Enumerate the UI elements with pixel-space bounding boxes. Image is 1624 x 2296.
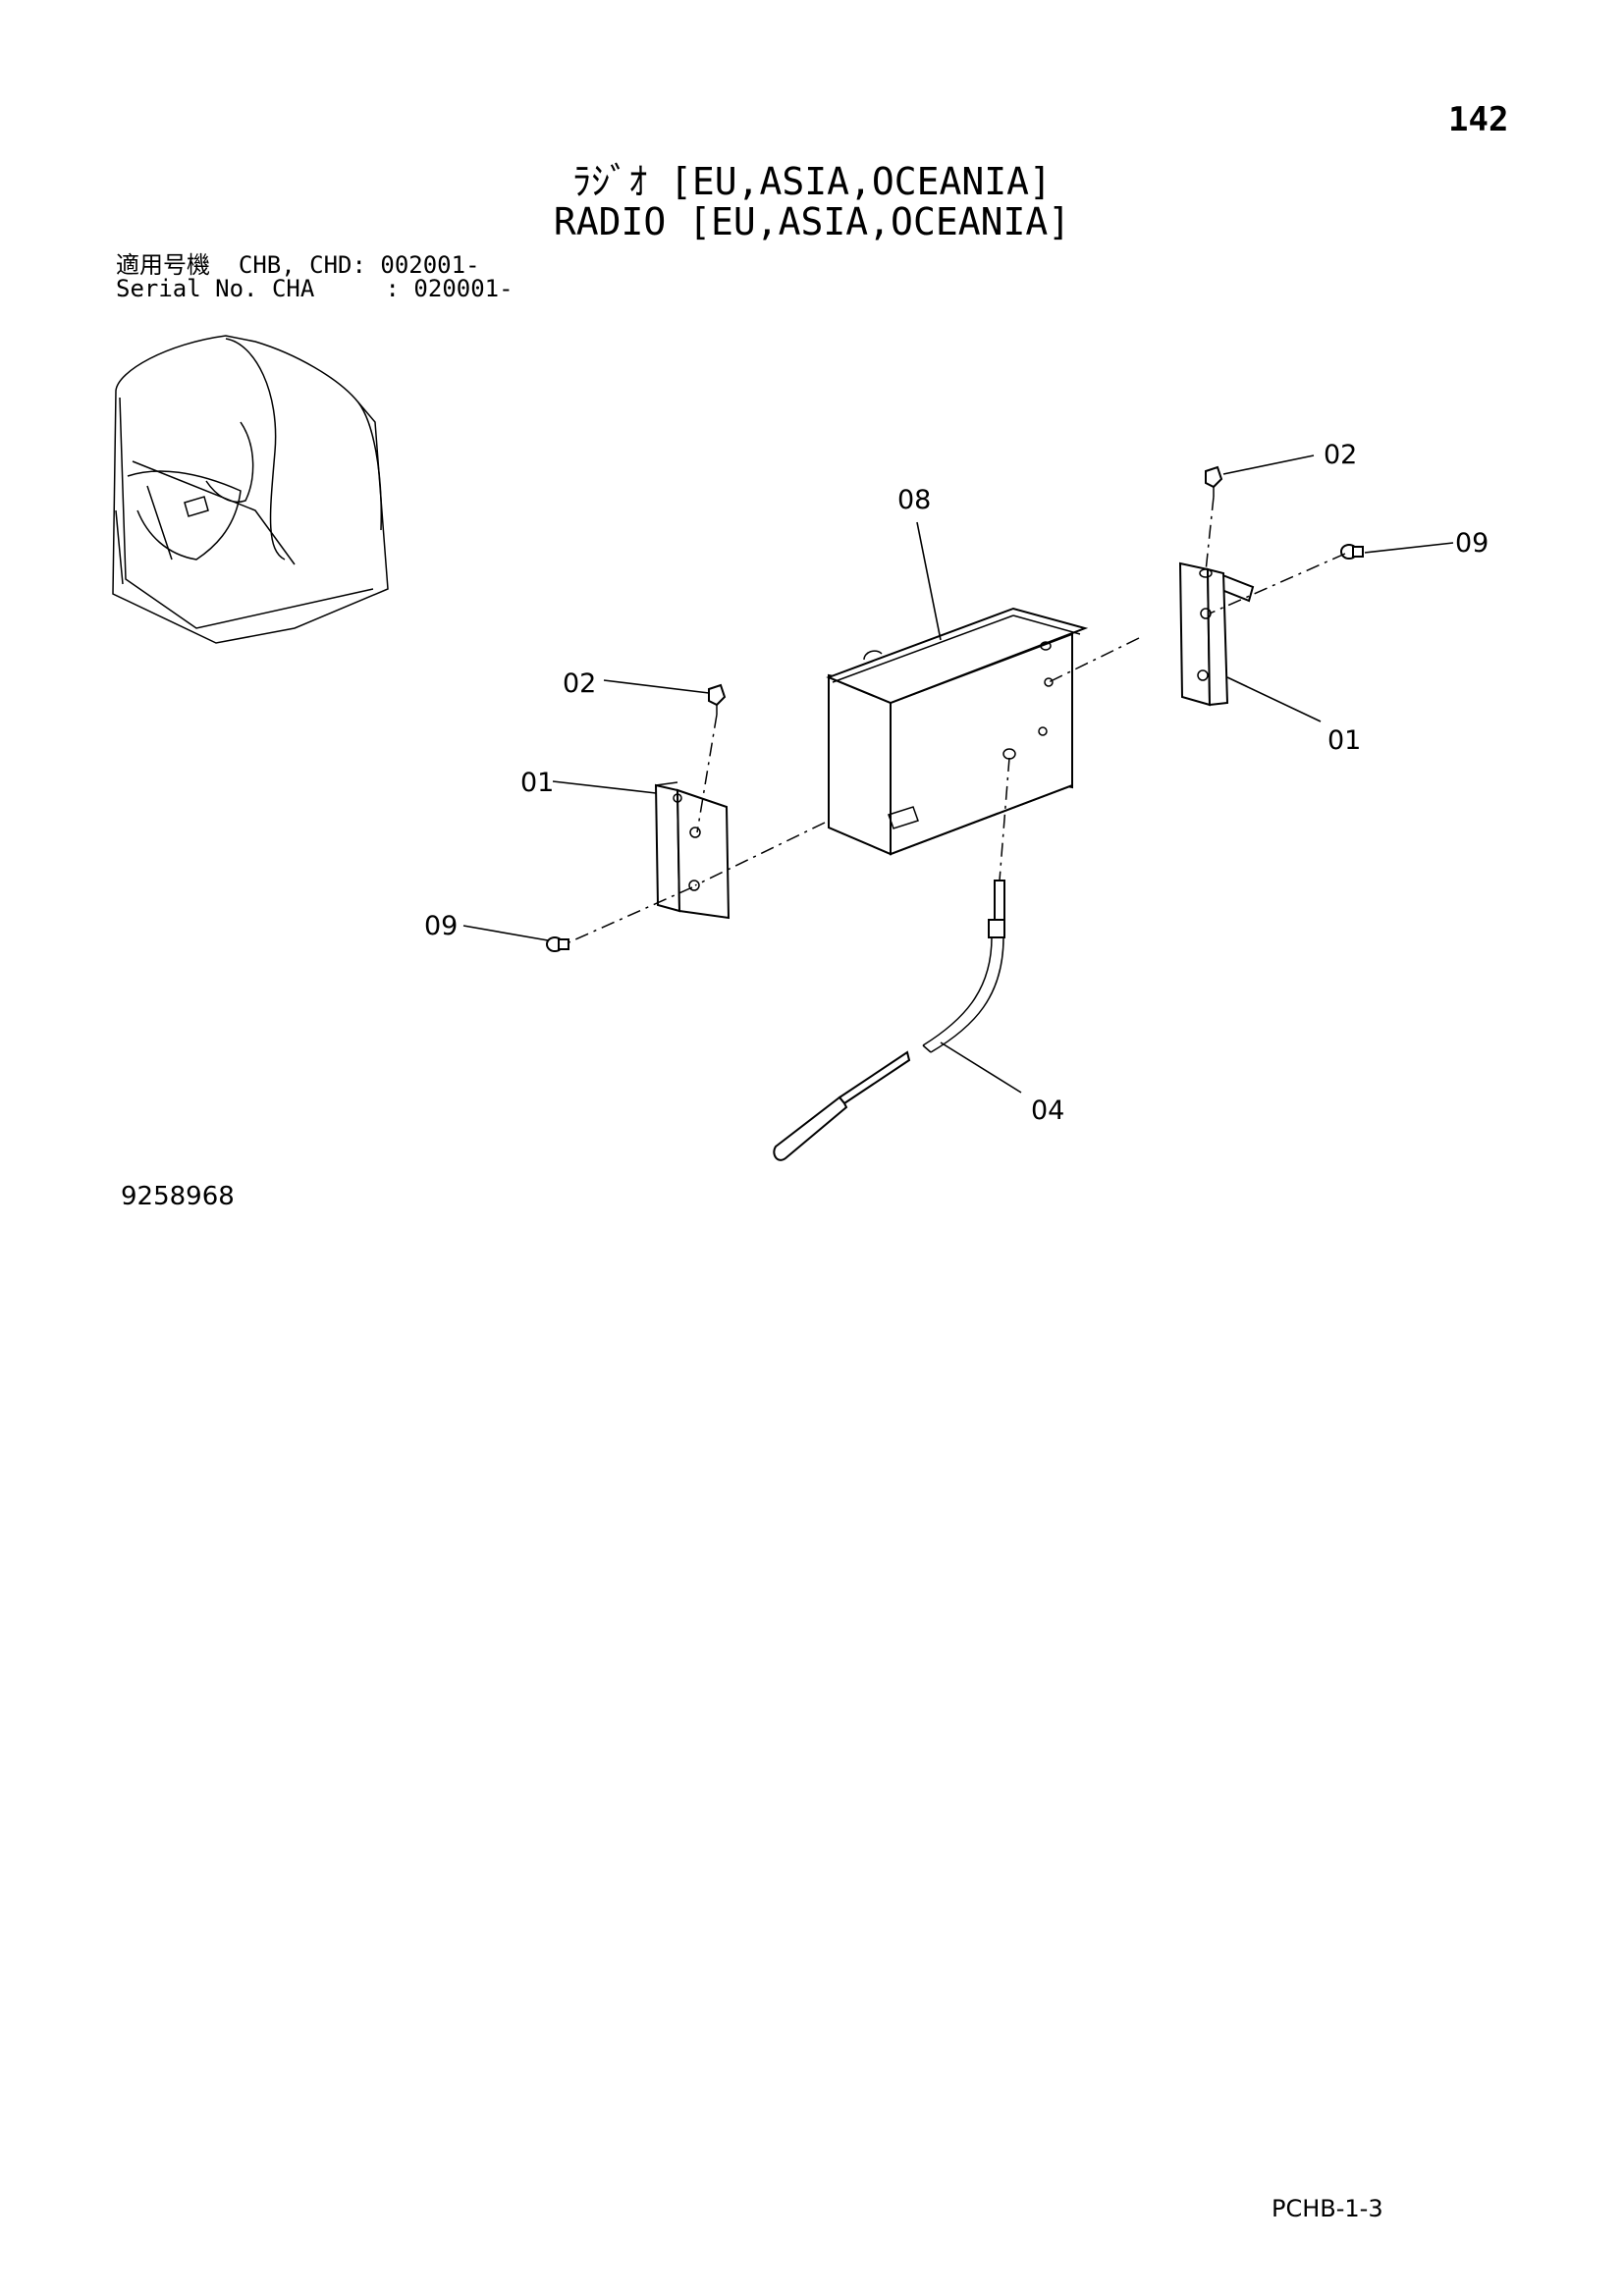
antenna-cable (773, 880, 1005, 1161)
bracket-left (654, 781, 731, 920)
callout-09-right: 09 (1455, 528, 1489, 559)
leader-lines (462, 454, 1454, 1094)
radio-housing (826, 607, 1089, 856)
page-number: 142 (1448, 100, 1509, 139)
bolt-left (546, 936, 569, 952)
applicability-line-1: 適用号機 CHB, CHD: 002001- (116, 251, 480, 279)
screw-left (708, 683, 727, 715)
title-japanese: ﾗｼﾞｵ [EU,ASIA,OCEANIA] (572, 160, 1052, 203)
screw-top-right (1205, 465, 1223, 497)
cab-location-thumbnail (112, 335, 389, 644)
callout-01-left: 01 (520, 768, 554, 798)
footer-code: PCHB-1-3 (1272, 2195, 1383, 2222)
callout-04: 04 (1031, 1095, 1064, 1126)
title-english: RADIO [EU,ASIA,OCEANIA] (553, 200, 1071, 243)
assembly-lines (564, 496, 1346, 945)
callout-01-right: 01 (1327, 725, 1361, 756)
bracket-right (1178, 561, 1255, 707)
callout-02-top: 02 (1324, 440, 1357, 470)
callout-02-left: 02 (563, 668, 596, 699)
bolt-right (1340, 544, 1364, 560)
callout-08: 08 (897, 485, 931, 515)
drawing-number: 9258968 (121, 1182, 235, 1211)
callout-09-left: 09 (424, 911, 458, 941)
applicability-line-2: Serial No. CHA : 020001- (116, 275, 514, 302)
